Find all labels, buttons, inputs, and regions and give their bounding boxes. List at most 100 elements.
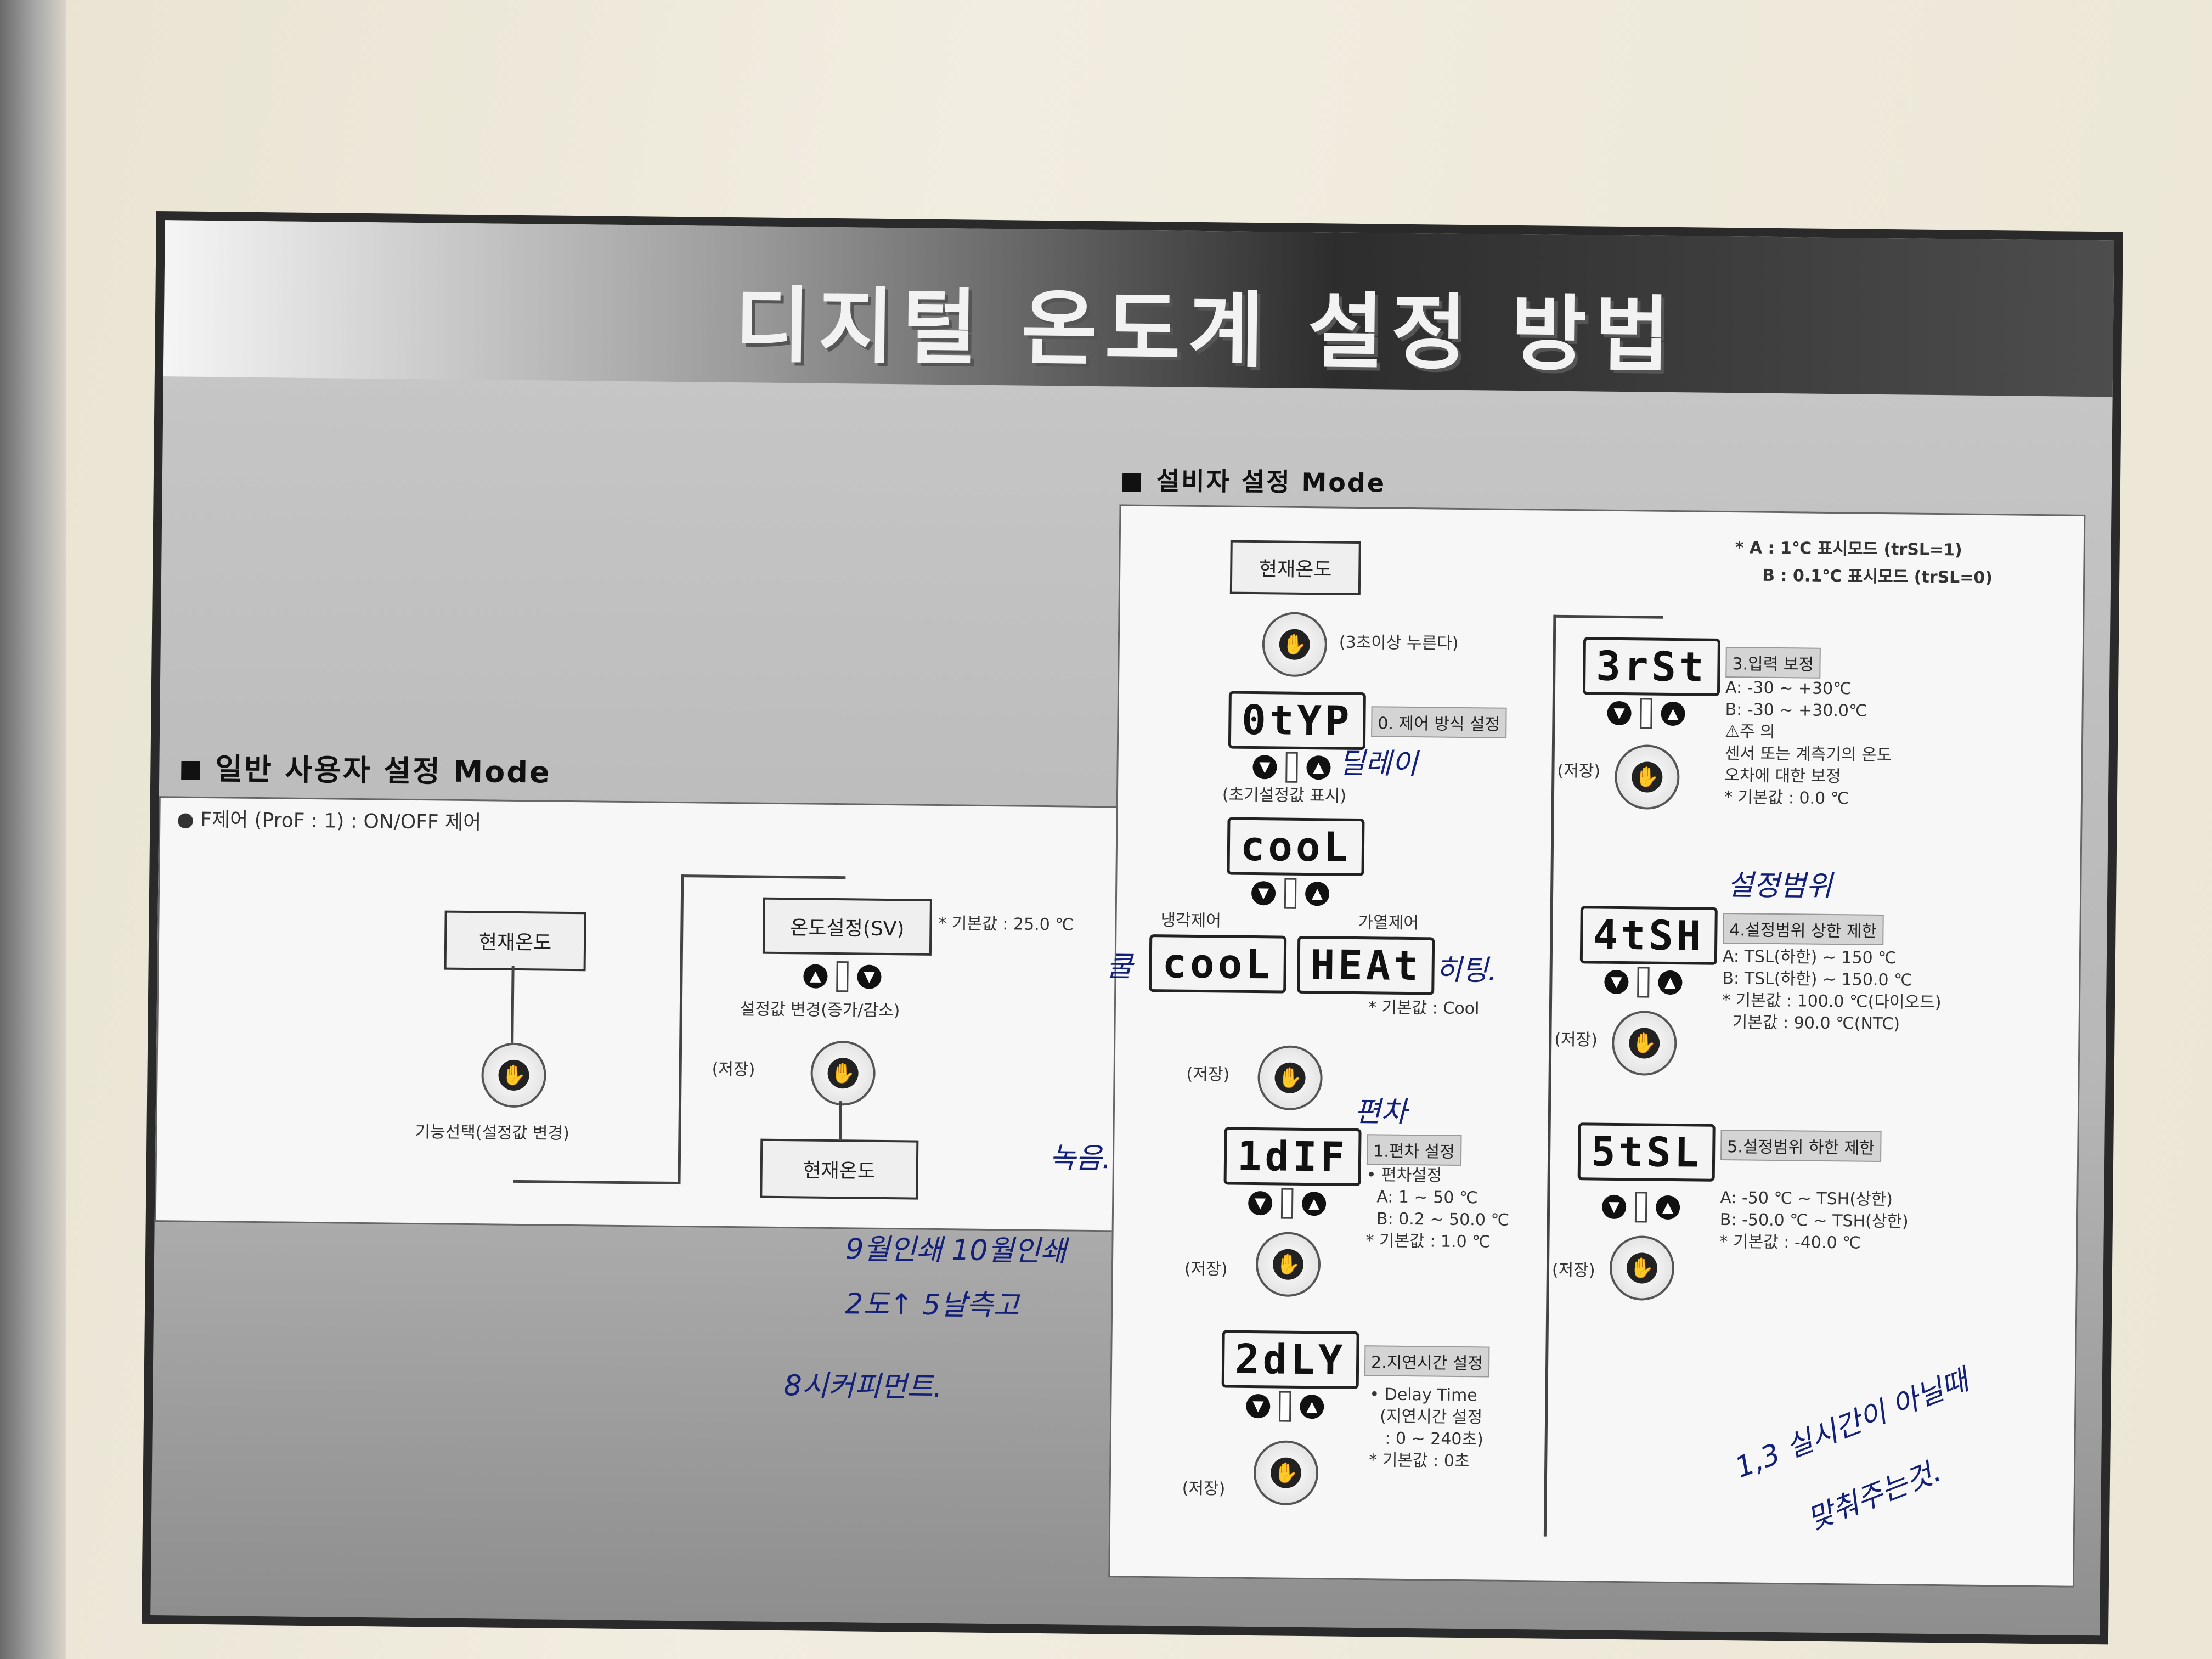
- connector-line: [681, 874, 846, 879]
- connector-line: [1543, 614, 1556, 1537]
- tsh-note: A: TSL(하한) ~ 150 ℃ B: TSL(하한) ~ 150.0 ℃ …: [1722, 946, 1942, 1034]
- handwriting-cooling: 쿨: [1106, 950, 1133, 984]
- slide-content: 디지털 온도계 설정 방법 일반 사용자 설정 Mode ● F제어 (ProF…: [150, 220, 2114, 1636]
- rst-note: A: -30 ~ +30℃ B: -30 ~ +30.0℃ ⚠주 의 센서 또는…: [1724, 678, 1892, 809]
- tsl-note: A: -50 ℃ ~ TSH(상한) B: -50.0 ℃ ~ TSH(상한) …: [1719, 1188, 1909, 1253]
- knob-icon: ✋: [1255, 1232, 1321, 1297]
- tag-4: 4.설정범위 상한 제한: [1723, 912, 1884, 946]
- down-arrow-icon: ▼: [1248, 1190, 1273, 1216]
- save-label-5: (저장): [1554, 1030, 1598, 1050]
- separator: [1637, 967, 1650, 998]
- save-label-1: (저장): [1186, 1064, 1230, 1085]
- save-label-4: (저장): [1557, 761, 1601, 781]
- current-temp-box-1: 현재온도: [444, 910, 586, 972]
- up-down-buttons: ▼▲: [1251, 878, 1330, 909]
- sv-setting-box: 온도설정(SV): [762, 897, 932, 956]
- lcd-cool: cooL: [1227, 817, 1365, 877]
- lcd-cool2: cooL: [1149, 934, 1287, 994]
- separator: [1284, 878, 1297, 909]
- install-heading: 설비자 설정 Mode: [1122, 460, 1386, 499]
- knob-icon: ✋: [1614, 744, 1680, 810]
- tag-2: 2.지연시간 설정: [1364, 1345, 1490, 1378]
- down-arrow-icon: ▼: [1251, 881, 1276, 906]
- bullet-square-icon: [1122, 472, 1142, 492]
- separator: [1634, 1192, 1647, 1223]
- dly-note: • Delay Time (지연시간 설정 : 0 ~ 240초) * 기본값 …: [1369, 1385, 1483, 1471]
- lcd-2dly: 2dLY: [1221, 1330, 1359, 1390]
- handwriting-delay: 딜레이: [1339, 747, 1418, 781]
- up-arrow-icon: ▲: [1661, 701, 1685, 726]
- knob-icon: ✋: [1253, 1440, 1319, 1506]
- knob-icon: ✋: [1262, 612, 1328, 678]
- handwriting-deviation: 편차: [1354, 1095, 1407, 1129]
- down-arrow-icon: ▼: [1246, 1393, 1271, 1419]
- connector-line: [1553, 614, 1663, 619]
- tag-3: 3.입력 보정: [1725, 647, 1821, 679]
- up-arrow-icon: ▲: [1658, 970, 1683, 995]
- tag-1: 1.편차 설정: [1366, 1134, 1462, 1166]
- current-temp-box: 현재온도: [1229, 540, 1361, 596]
- default-cool-label: * 기본값 : Cool: [1368, 998, 1480, 1019]
- up-down-buttons: ▼▲: [1252, 752, 1331, 783]
- handwriting-line1: 9월인쇄 10월인쇄: [845, 1233, 1067, 1268]
- book-edge: [0, 0, 66, 1659]
- up-down-buttons: ▼▲: [1248, 1188, 1327, 1219]
- separator: [836, 961, 849, 992]
- func-select-label: 기능선택(설정값 변경): [415, 1122, 569, 1143]
- handwriting-line3: 8시커피먼트.: [783, 1369, 943, 1404]
- knob-icon: ✋: [1257, 1045, 1323, 1111]
- printed-slide: 디지털 온도계 설정 방법 일반 사용자 설정 Mode ● F제어 (ProF…: [142, 211, 2123, 1645]
- install-panel: * A : 1℃ 표시모드 (trSL=1) B : 0.1℃ 표시모드 (tr…: [1108, 504, 2086, 1588]
- lcd-4tsh: 4tSH: [1579, 906, 1718, 965]
- lcd-3rst: 3rSt: [1582, 637, 1720, 696]
- save-label-2: (저장): [1184, 1259, 1228, 1279]
- lcd-idif: 1dIF: [1223, 1127, 1362, 1187]
- display-note-a: * A : 1℃ 표시모드 (trSL=1): [1735, 538, 1962, 560]
- general-heading: 일반 사용자 설정 Mode: [181, 744, 551, 792]
- knob-icon: ✋: [810, 1040, 876, 1106]
- tag-5: 5.설정범위 하한 제한: [1720, 1129, 1882, 1163]
- change-setting-label: 설정값 변경(증가/감소): [740, 1000, 900, 1021]
- knob-icon: ✋: [1609, 1235, 1675, 1301]
- up-down-buttons: ▼▲: [1607, 698, 1685, 729]
- handwriting-range: 설정범위: [1726, 869, 1832, 904]
- up-down-buttons: ▲ ▼: [803, 961, 882, 992]
- down-arrow-icon: ▼: [1252, 754, 1277, 780]
- general-subheading: ● F제어 (ProF : 1) : ON/OFF 제어: [177, 808, 482, 834]
- up-arrow-icon: ▲: [803, 964, 828, 989]
- page-title: 디지털 온도계 설정 방법: [734, 278, 1679, 384]
- init-display-label: (초기설정값 표시): [1222, 785, 1347, 806]
- lcd-5tsl: 5tSL: [1577, 1122, 1716, 1182]
- general-heading-text: 일반 사용자 설정 Mode: [215, 752, 551, 790]
- up-arrow-icon: ▲: [1305, 881, 1330, 906]
- bullet-square-icon: [181, 761, 200, 781]
- up-arrow-icon: ▲: [1306, 755, 1331, 780]
- up-arrow-icon: ▲: [1655, 1195, 1680, 1220]
- down-arrow-icon: ▼: [857, 964, 882, 989]
- up-down-buttons: ▼▲: [1601, 1192, 1680, 1223]
- up-down-buttons: ▼▲: [1246, 1391, 1324, 1422]
- handwriting-line2: 2도↑ 5날측고: [844, 1288, 1020, 1323]
- hold-note: (3초이상 누른다): [1339, 633, 1459, 653]
- sv-default-label: * 기본값 : 25.0 ℃: [938, 913, 1074, 935]
- handwriting-heating: 히팅.: [1435, 953, 1498, 988]
- down-arrow-icon: ▼: [1601, 1194, 1627, 1220]
- general-panel: ● F제어 (ProF : 1) : ON/OFF 제어 현재온도 ✋ 기능선택…: [154, 796, 1202, 1233]
- knob-icon: ✋: [1611, 1010, 1677, 1076]
- down-arrow-icon: ▼: [1607, 701, 1632, 726]
- down-arrow-icon: ▼: [1604, 969, 1629, 995]
- knob-icon: ✋: [481, 1042, 547, 1108]
- display-note-b: B : 0.1℃ 표시모드 (trSL=0): [1762, 566, 1993, 588]
- save-label-6: (저장): [1551, 1260, 1595, 1280]
- connector-line: [513, 1180, 678, 1185]
- up-arrow-icon: ▲: [1300, 1394, 1324, 1419]
- separator: [1640, 698, 1652, 729]
- connector-line: [678, 874, 684, 1185]
- separator: [1279, 1391, 1291, 1422]
- connector-line: [511, 966, 515, 1043]
- idif-note: • 편차설정 A: 1 ~ 50 ℃ B: 0.2 ~ 50.0 ℃ * 기본값…: [1365, 1165, 1510, 1252]
- separator: [1285, 752, 1298, 783]
- up-arrow-icon: ▲: [1301, 1191, 1327, 1216]
- save-label-3: (저장): [1182, 1479, 1226, 1499]
- cool-ctrl-label: 냉각제어: [1160, 911, 1222, 931]
